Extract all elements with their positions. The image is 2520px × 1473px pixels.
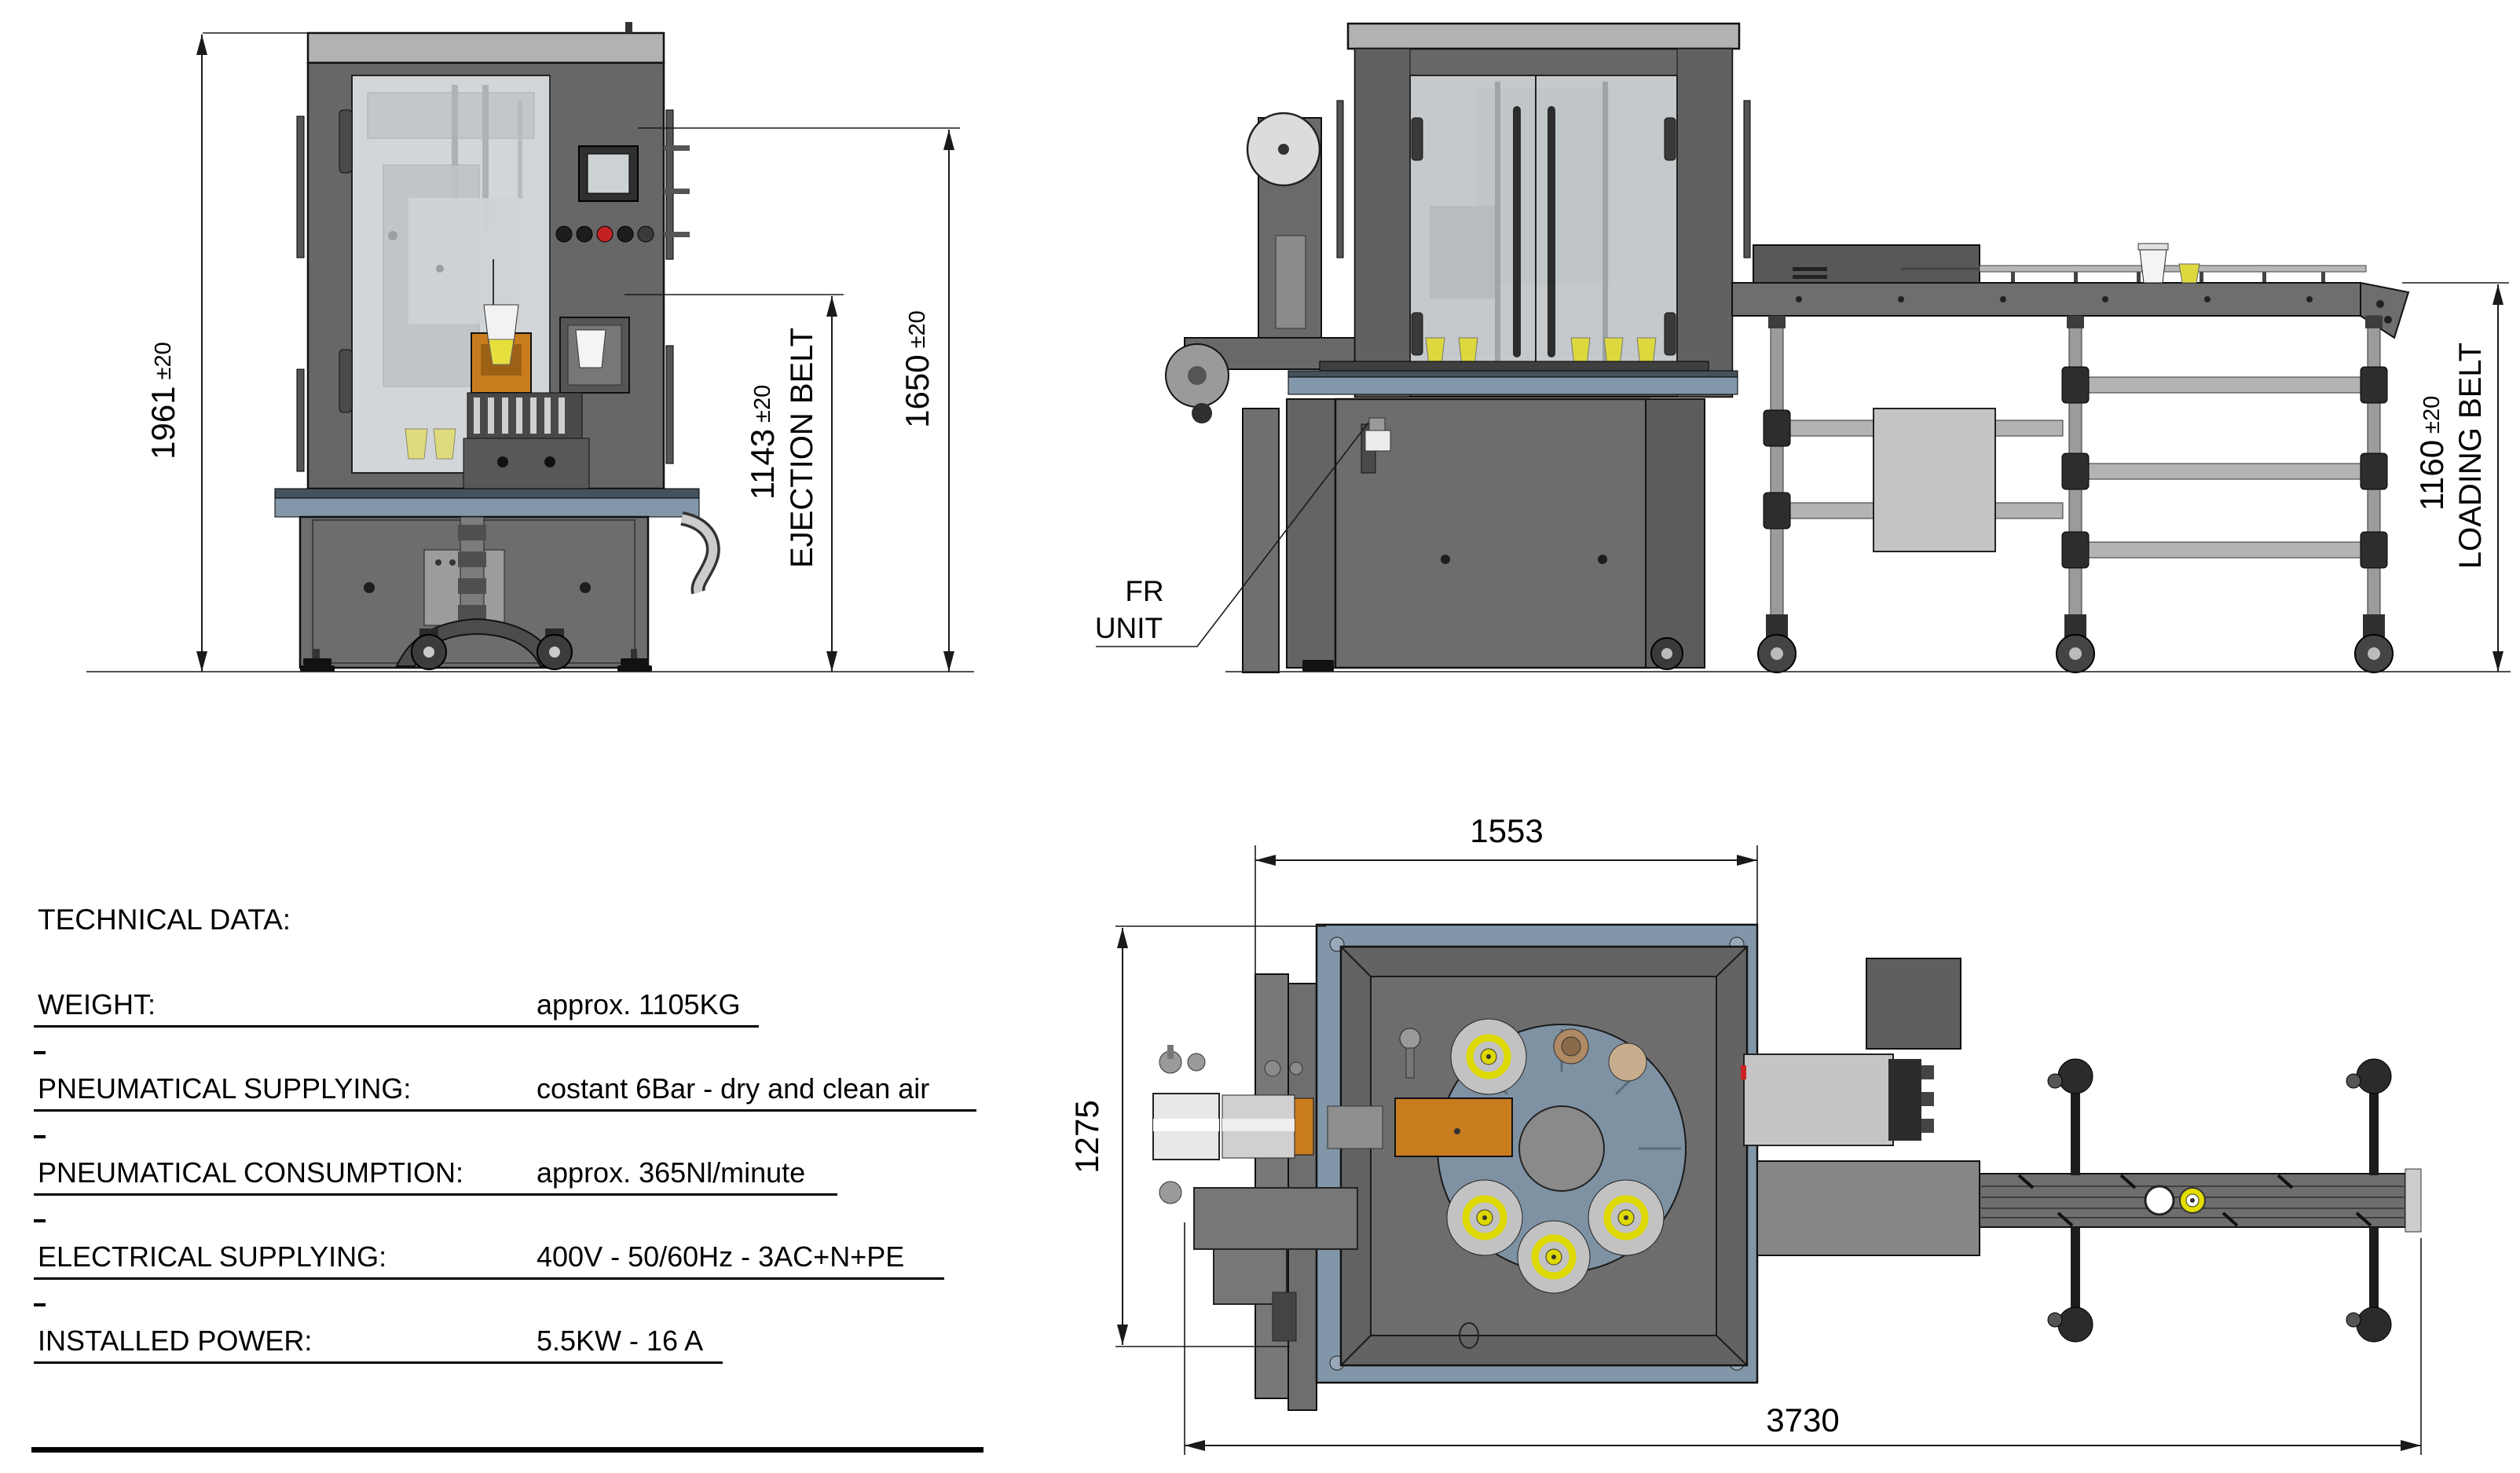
side-conveyor	[1731, 244, 2410, 339]
tech-row-value: 400V - 50/60Hz - 3AC+N+PE	[537, 1240, 905, 1273]
tech-row-value: approx. 365Nl/minute	[537, 1156, 806, 1189]
status-marker-red	[1741, 1065, 1746, 1079]
dim-label-1275: 1275	[1068, 1100, 1105, 1173]
front-view: 1961±20 1143±20 EJECTION BELT 1650±20	[86, 22, 974, 672]
callout-fr-unit: FR UNIT	[1095, 422, 1369, 647]
fr-unit-component	[1361, 417, 1391, 474]
tech-row-label: WEIGHT:	[38, 988, 156, 1020]
dim-label-3730: 3730	[1766, 1402, 1839, 1438]
carousel-rollers	[1446, 1018, 1665, 1294]
front-leveling-feet	[300, 649, 652, 672]
tech-row-value: approx. 1105KG	[537, 988, 741, 1020]
row-dash	[34, 1051, 46, 1054]
top-machine	[1152, 923, 2422, 1411]
tech-row-underline	[34, 1025, 759, 1028]
label-ejection-belt: EJECTION BELT	[785, 328, 819, 568]
front-lower-cabinet	[299, 515, 650, 669]
top-right-units	[1741, 958, 1980, 1256]
dim-label-1143: 1143±20	[744, 385, 781, 500]
front-ejection-grate	[463, 392, 590, 489]
dim-top-depth: 1275	[1068, 925, 1326, 1347]
cup-top-white	[2144, 1185, 2175, 1216]
carousel-hub	[1518, 1105, 1605, 1192]
reel-station-top	[1152, 1045, 1383, 1342]
front-cup-station-orange	[471, 304, 532, 394]
tech-row-label: INSTALLED POWER:	[38, 1325, 313, 1357]
front-hinge-top	[339, 109, 353, 174]
tech-row-value: 5.5KW - 16 A	[537, 1325, 704, 1357]
front-table	[274, 488, 700, 518]
side-glass-doors	[1409, 75, 1678, 378]
dim-label-1961: 1961±20	[145, 342, 181, 460]
loading-belt-frame	[1757, 315, 2394, 673]
tech-row-underline	[34, 1277, 944, 1280]
dim-overall-length: 3730	[1184, 1222, 2422, 1455]
front-hinge-bottom	[339, 349, 353, 413]
cups-on-loading-belt	[2137, 243, 2200, 284]
frame-control-box	[1873, 408, 1996, 552]
dim-top-width: 1553	[1255, 812, 1758, 977]
dim-label-1160: 1160±20	[2413, 396, 2450, 511]
tech-row-label: PNEUMATICAL SUPPLYING:	[38, 1072, 412, 1105]
loading-belt-top	[1979, 1058, 2422, 1343]
dim-ejection-belt: 1143±20 EJECTION BELT	[625, 294, 844, 672]
side-view: FR UNIT 1160±20 LOADING BELT	[1095, 22, 2511, 673]
side-machine	[1165, 22, 2410, 673]
front-pedestal-base	[395, 617, 573, 670]
front-machine	[274, 22, 720, 672]
dim-label-1553: 1553	[1470, 812, 1543, 849]
row-dash	[34, 1135, 46, 1138]
label-loading-belt: LOADING BELT	[2453, 343, 2488, 569]
front-control-buttons	[555, 225, 654, 243]
tech-data-title: TECHNICAL DATA:	[38, 903, 291, 936]
tech-row-underline	[34, 1361, 723, 1364]
emergency-button	[596, 225, 614, 243]
carousel	[1437, 1018, 1687, 1349]
fr-leader-line	[1096, 422, 1369, 647]
label-applicator-orange	[1394, 1097, 1513, 1157]
side-table-cabinet	[1242, 361, 1738, 673]
tech-row-label: ELECTRICAL SUPPLYING:	[38, 1240, 387, 1273]
dim-label-1650: 1650±20	[899, 310, 936, 428]
front-hmi-display	[578, 145, 639, 202]
dim-front-total-height: 1961±20	[145, 32, 308, 672]
tech-row-value: costant 6Bar - dry and clean air	[537, 1072, 930, 1105]
row-dash	[34, 1219, 46, 1222]
fr-label: FR	[1125, 575, 1163, 607]
dim-panel-height: 1650±20	[638, 127, 960, 672]
row-dash	[34, 1303, 46, 1306]
top-view: 1553 1275 3730	[1068, 812, 2422, 1455]
front-cup-station-right	[559, 317, 630, 394]
tech-row-underline	[34, 1109, 976, 1112]
table-bottom-rule	[31, 1447, 983, 1453]
tech-row-label: PNEUMATICAL CONSUMPTION:	[38, 1156, 464, 1189]
dim-loading-belt: 1160±20 LOADING BELT	[2402, 282, 2509, 672]
tech-row-underline	[34, 1193, 837, 1196]
unit-label: UNIT	[1095, 612, 1163, 644]
